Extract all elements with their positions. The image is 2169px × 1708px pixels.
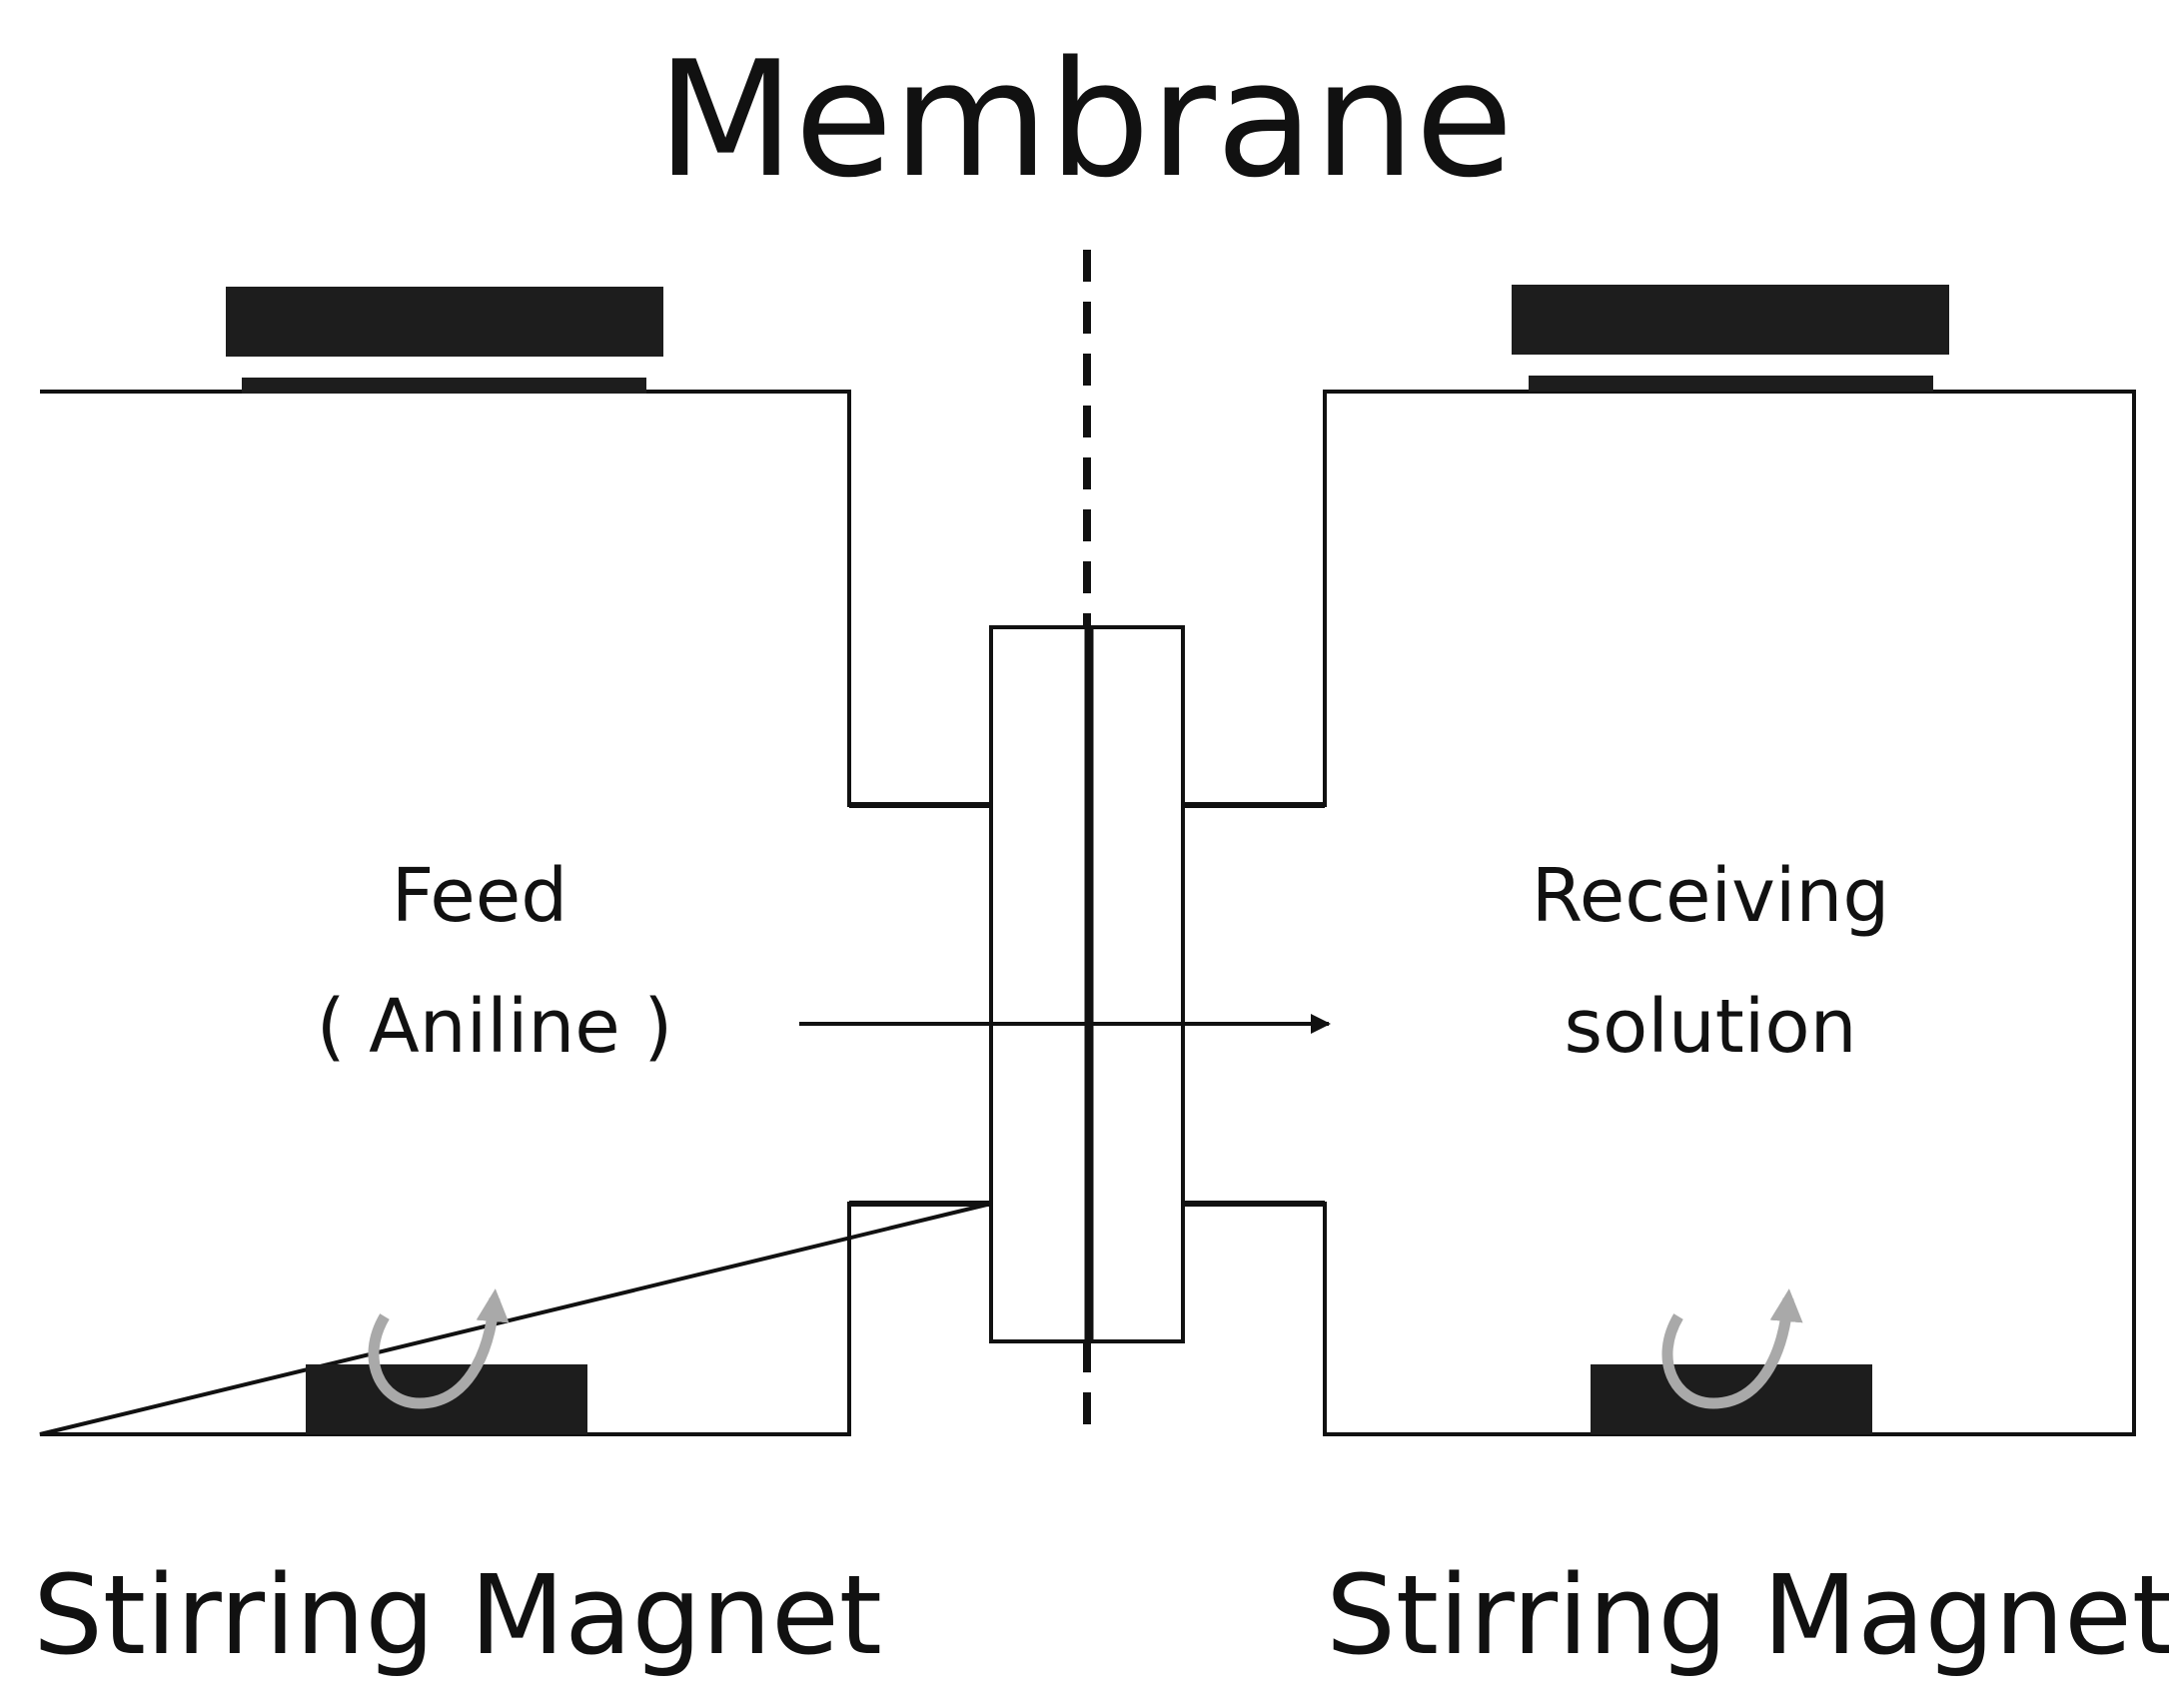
receiving-lid [1512,285,1949,355]
feed-stir-arrow-icon [368,1288,510,1409]
feed-lid [226,287,663,357]
feed-label: Feed [392,853,568,939]
receiving-stir-arrow-icon [1661,1288,1803,1409]
receiving-label-line2: solution [1564,984,1856,1070]
receiving-label-line1: Receiving [1532,853,1890,939]
receiving-lid-seal [1529,376,1933,392]
feed-lid-seal [242,378,646,394]
feed-compound-label: ( Aniline ) [317,984,672,1070]
right-magnet-label: Stirring Magnet [1326,1551,2169,1679]
left-magnet-label: Stirring Magnet [33,1551,882,1679]
diagram-title: Membrane [656,26,1514,213]
receiving-compartment [1183,390,2136,1436]
